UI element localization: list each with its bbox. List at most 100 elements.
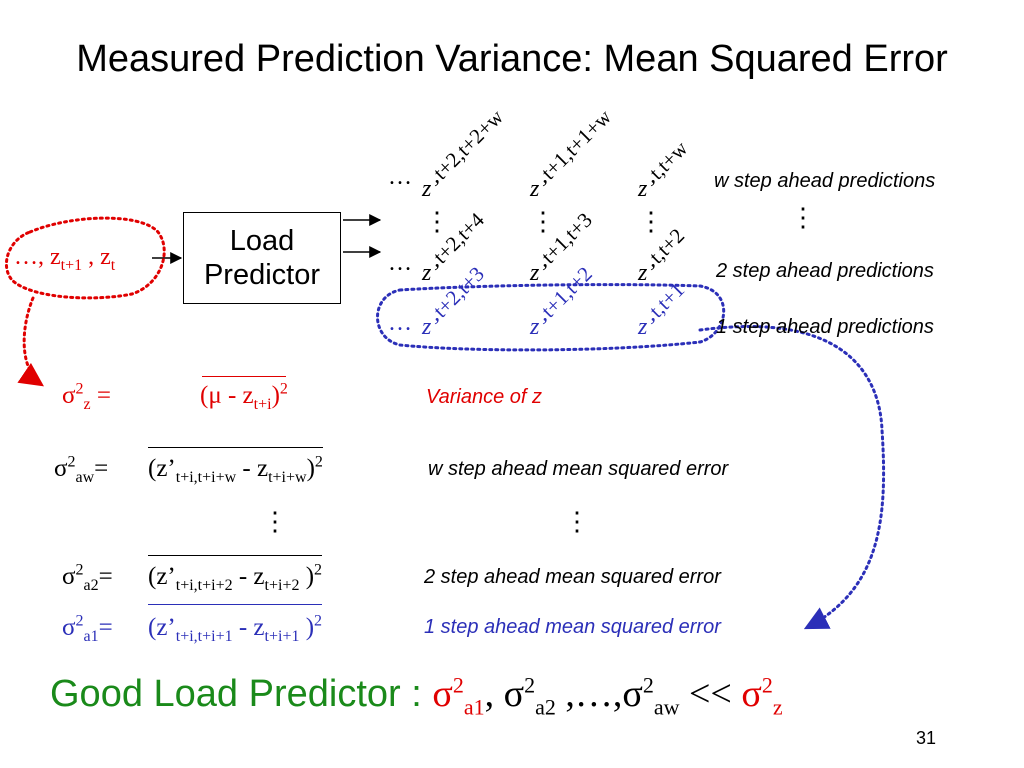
input-sep: , — [88, 244, 95, 270]
minus: - z — [232, 614, 265, 641]
input-z-t1: z — [50, 244, 61, 270]
sub: a1 — [83, 628, 99, 645]
grid-ellipsis-w: … — [388, 164, 412, 190]
sub: a2 — [83, 577, 99, 594]
z-prime: z’ — [638, 176, 656, 202]
much-less-than: << — [679, 673, 742, 715]
z-prime: z’ — [638, 314, 656, 340]
sigma: σ — [62, 382, 76, 409]
sup: 2 — [75, 561, 84, 579]
close: ) — [306, 455, 315, 482]
input-z-t: z — [100, 244, 111, 270]
close: ) — [299, 614, 315, 641]
sep1: , — [484, 673, 504, 715]
sub2: t+i+1 — [264, 628, 300, 645]
mse-a2-lhs: σ2a2= — [62, 561, 113, 594]
mse-a1-lhs: σ2a1= — [62, 612, 113, 645]
vdots-col3: ⋮ — [638, 206, 664, 236]
sup: 2 — [314, 612, 323, 630]
sigma-z-sub: z — [772, 694, 783, 720]
conclusion-text: Good Load Predictor : — [50, 673, 433, 715]
z-prime: z’ — [422, 314, 440, 340]
row-label-1: 1 step ahead predictions — [716, 316, 934, 338]
rhs: (μ - z — [200, 382, 254, 409]
grid-ellipsis-1: … — [388, 310, 412, 336]
sep2: ,…, — [555, 673, 623, 715]
grid-ellipsis-2: … — [388, 250, 412, 276]
sigma-z-sup: 2 — [761, 672, 773, 698]
prediction-1-2: z’ — [530, 314, 547, 341]
z-prime: z’ — [422, 176, 440, 202]
input-series: …, zt+1 , zt — [14, 244, 116, 274]
z-prime: z’ — [638, 260, 656, 286]
minus: - z — [232, 563, 265, 590]
one-step-to-mse-arrow — [698, 324, 886, 630]
predictor-line2: Predictor — [203, 259, 321, 291]
equals: = — [96, 382, 111, 409]
sigma-a2-sup: 2 — [524, 672, 536, 698]
sup: 2 — [314, 561, 323, 579]
overline — [148, 447, 323, 448]
overline — [148, 604, 323, 605]
open: (z’ — [148, 455, 176, 482]
prediction-2-1: z’ — [422, 260, 439, 287]
minus: - z — [236, 455, 269, 482]
one-step-outline — [376, 283, 726, 352]
vdots-eq: ⋮ — [262, 506, 288, 536]
z-prime: z’ — [530, 176, 548, 202]
sup: 2 — [75, 612, 84, 630]
prediction-1-1: z’ — [422, 314, 439, 341]
sigma-a1: σ — [432, 673, 453, 715]
variance-z-rhs: (μ - zt+i)2 — [200, 376, 288, 413]
vdots-eq-label: ⋮ — [564, 506, 590, 536]
equals: = — [94, 455, 109, 482]
sigma-a1-sup: 2 — [452, 672, 464, 698]
sub2: t+i+2 — [264, 577, 300, 594]
sigma-a2-sub: a2 — [535, 694, 556, 720]
page-number: 31 — [916, 728, 937, 748]
sub2: t+i+w — [268, 469, 307, 486]
sigma: σ — [54, 455, 68, 482]
close: ) — [299, 563, 315, 590]
sigma-a2: σ — [503, 673, 525, 715]
load-predictor-box: Load Predictor — [183, 212, 341, 304]
slide-title: Measured Prediction Variance: Mean Squar… — [76, 38, 948, 80]
prediction-2-2: z’ — [530, 260, 547, 287]
sup: 2 — [314, 453, 323, 471]
sigma-aw: σ — [622, 673, 643, 715]
sup: 2 — [279, 380, 288, 398]
prediction-2-3: z’ — [638, 260, 655, 287]
input-z-t1-sub: t+1 — [60, 256, 83, 274]
row-label-w: w step ahead predictions — [714, 170, 936, 192]
sigma-z: σ — [741, 673, 762, 715]
mse-a1-rhs: (z’t+i,t+i+1 - zt+i+1 )2 — [148, 604, 323, 645]
open: (z’ — [148, 614, 176, 641]
conclusion: Good Load Predictor : σ2a1, σ2a2 ,…,σ2aw… — [50, 672, 783, 718]
close: ) — [271, 382, 280, 409]
mse-aw-lhs: σ2aw= — [54, 454, 109, 485]
equals: = — [98, 563, 113, 590]
input-series-outline — [4, 216, 166, 300]
sup: 2 — [75, 380, 84, 398]
equals: = — [98, 614, 113, 641]
prediction-w-2: z’ — [530, 176, 547, 203]
open: (z’ — [148, 563, 176, 590]
mse-aw-rhs: (z’t+i,t+i+w - zt+i+w)2 — [148, 447, 323, 486]
mse-a2-rhs: (z’t+i,t+i+2 - zt+i+2 )2 — [148, 555, 323, 594]
input-z-t-sub: t — [110, 256, 116, 274]
input-to-variance-arrow — [17, 296, 44, 387]
prediction-w-1: z’ — [422, 176, 439, 203]
z-prime: z’ — [422, 260, 440, 286]
input-ellipsis: …, — [14, 244, 44, 270]
prediction-w-3: z’ — [638, 176, 655, 203]
sigma-a1-sub: a1 — [463, 694, 485, 720]
sigma: σ — [62, 614, 76, 641]
vdots-labels: ⋮ — [790, 202, 816, 232]
mse-aw-label: w step ahead mean squared error — [428, 458, 729, 480]
vdots-col2: ⋮ — [530, 206, 556, 236]
row-label-2: 2 step ahead predictions — [716, 260, 934, 282]
vdots-col1: ⋮ — [424, 206, 450, 236]
variance-z-lhs: σ2z = — [62, 380, 111, 412]
z-prime: z’ — [530, 314, 548, 340]
